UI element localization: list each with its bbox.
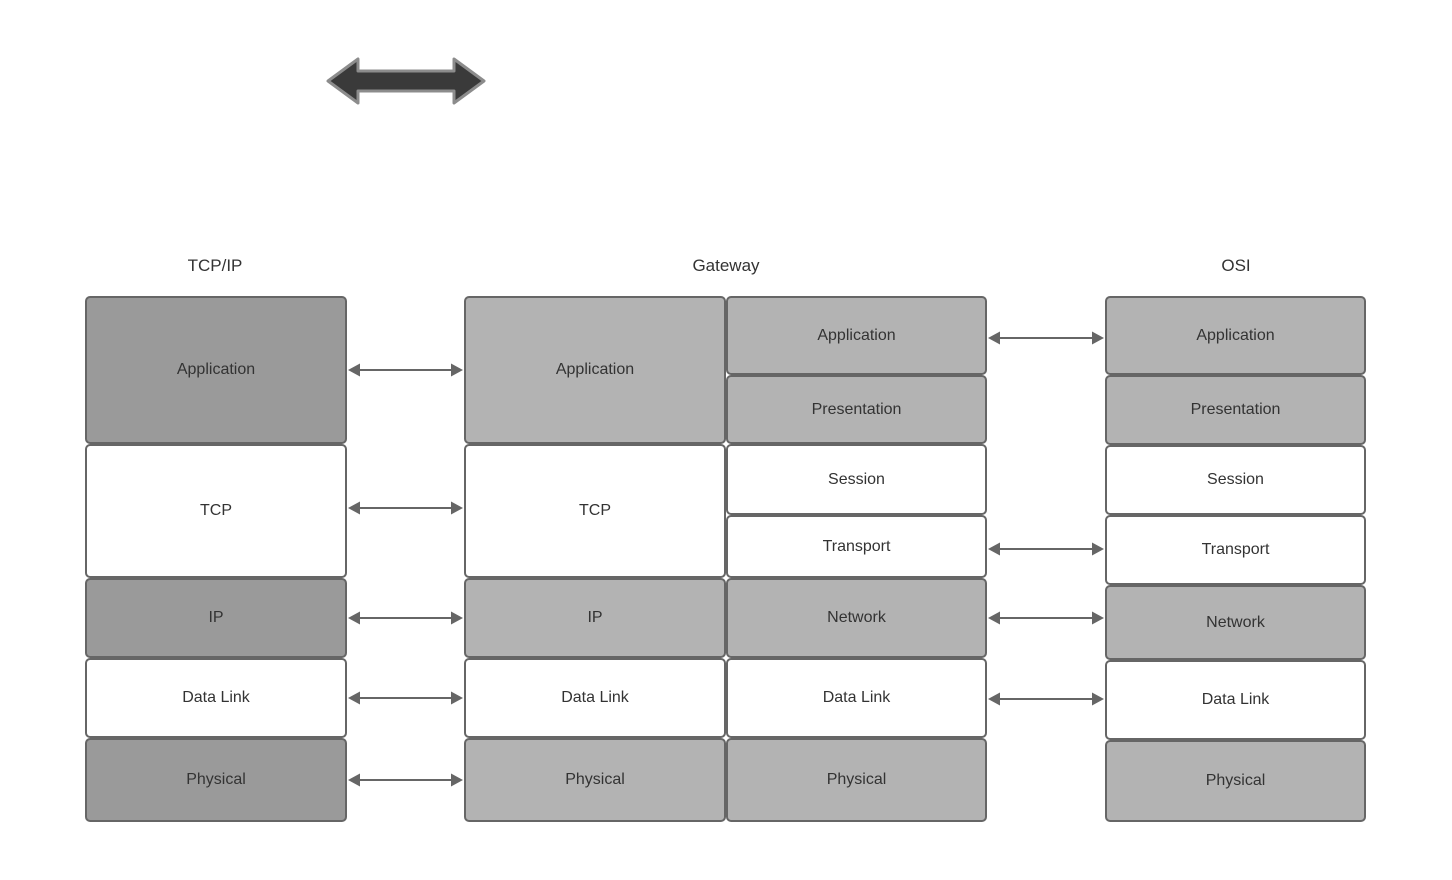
layer-box-gateway-left-tcp[interactable]: TCP xyxy=(464,444,726,578)
layer-box-gateway-left-data-link[interactable]: Data Link xyxy=(464,658,726,738)
connector-arrow-tcpip-gateway-datalink xyxy=(348,691,463,705)
connector-arrow-tcpip-gateway-ip xyxy=(348,611,463,625)
layer-box-tcpip-ip[interactable]: IP xyxy=(85,578,347,658)
column-title-tcpip: TCP/IP xyxy=(187,256,243,275)
connector-arrow-gateway-osi-application xyxy=(988,331,1104,345)
layer-box-gateway-left-physical[interactable]: Physical xyxy=(464,738,726,822)
layer-box-gateway-right-transport[interactable]: Transport xyxy=(726,515,987,578)
layer-box-gateway-right-network[interactable]: Network xyxy=(726,578,987,658)
connector-arrow-gateway-osi-network xyxy=(988,611,1104,625)
layer-box-tcpip-data-link[interactable]: Data Link xyxy=(85,658,347,738)
layer-box-osi-transport[interactable]: Transport xyxy=(1105,515,1366,585)
layer-box-gateway-right-presentation[interactable]: Presentation xyxy=(726,375,987,444)
layer-box-gateway-right-physical[interactable]: Physical xyxy=(726,738,987,822)
layer-box-osi-application[interactable]: Application xyxy=(1105,296,1366,375)
layer-box-tcpip-application[interactable]: Application xyxy=(85,296,347,444)
layer-box-osi-presentation[interactable]: Presentation xyxy=(1105,375,1366,445)
connector-arrow-gateway-osi-datalink xyxy=(988,692,1104,706)
layer-box-gateway-left-application[interactable]: Application xyxy=(464,296,726,444)
layer-box-osi-session[interactable]: Session xyxy=(1105,445,1366,515)
column-title-osi: OSI xyxy=(1221,256,1251,275)
connector-arrow-tcpip-gateway-tcp xyxy=(348,501,463,515)
layer-box-tcpip-tcp[interactable]: TCP xyxy=(85,444,347,578)
layer-box-gateway-right-data-link[interactable]: Data Link xyxy=(726,658,987,738)
layer-box-gateway-left-ip[interactable]: IP xyxy=(464,578,726,658)
layer-box-gateway-right-session[interactable]: Session xyxy=(726,444,987,515)
layer-box-osi-network[interactable]: Network xyxy=(1105,585,1366,660)
layer-box-osi-physical[interactable]: Physical xyxy=(1105,740,1366,822)
connector-arrow-gateway-osi-transport xyxy=(988,542,1104,556)
layer-box-tcpip-physical[interactable]: Physical xyxy=(85,738,347,822)
double-headed-arrow-icon xyxy=(326,57,486,105)
layer-box-osi-data-link[interactable]: Data Link xyxy=(1105,660,1366,740)
connector-arrow-tcpip-gateway-application xyxy=(348,363,463,377)
column-title-gateway: Gateway xyxy=(692,256,760,275)
layer-box-gateway-right-application[interactable]: Application xyxy=(726,296,987,375)
connector-arrow-tcpip-gateway-physical xyxy=(348,773,463,787)
